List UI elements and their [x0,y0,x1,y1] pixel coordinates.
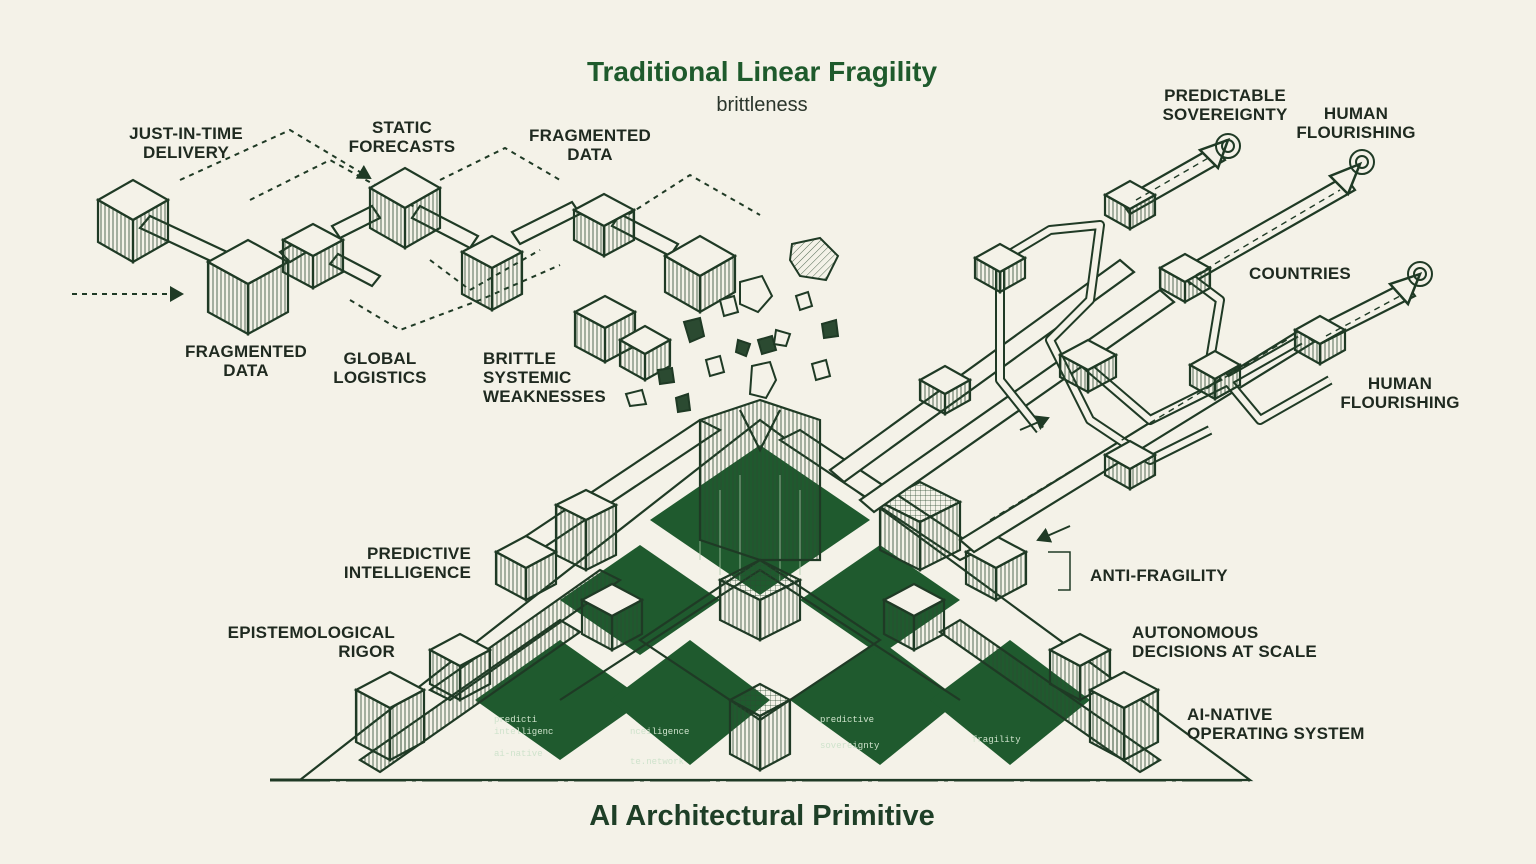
code-snippet-2: intelligenc [494,727,553,737]
linear-chain [72,130,760,380]
bottom-title: AI Architectural Primitive [589,800,934,833]
code-snippet-8: fragility [972,735,1021,745]
code-snippet-1: predicti [494,715,537,725]
cube-1 [98,180,168,262]
diagram-title: Traditional Linear Fragility [587,56,937,88]
code-snippet-3: ai-native [494,749,543,759]
code-snippet-7: sovereignty [820,741,880,751]
code-snippet-4: nceiligence [630,727,689,737]
cube-3 [283,224,343,288]
cube-6 [574,194,634,256]
label-countries: COUNTRIES [1249,264,1351,283]
code-snippet-5: te.network [630,757,684,767]
diagram-subtitle: brittleness [716,94,807,117]
code-snippet-6: predictive [820,715,874,725]
cube-4 [370,168,440,248]
cube-5 [462,236,522,310]
label-anti-fragility: ANTI-FRAGILITY [1090,566,1228,585]
